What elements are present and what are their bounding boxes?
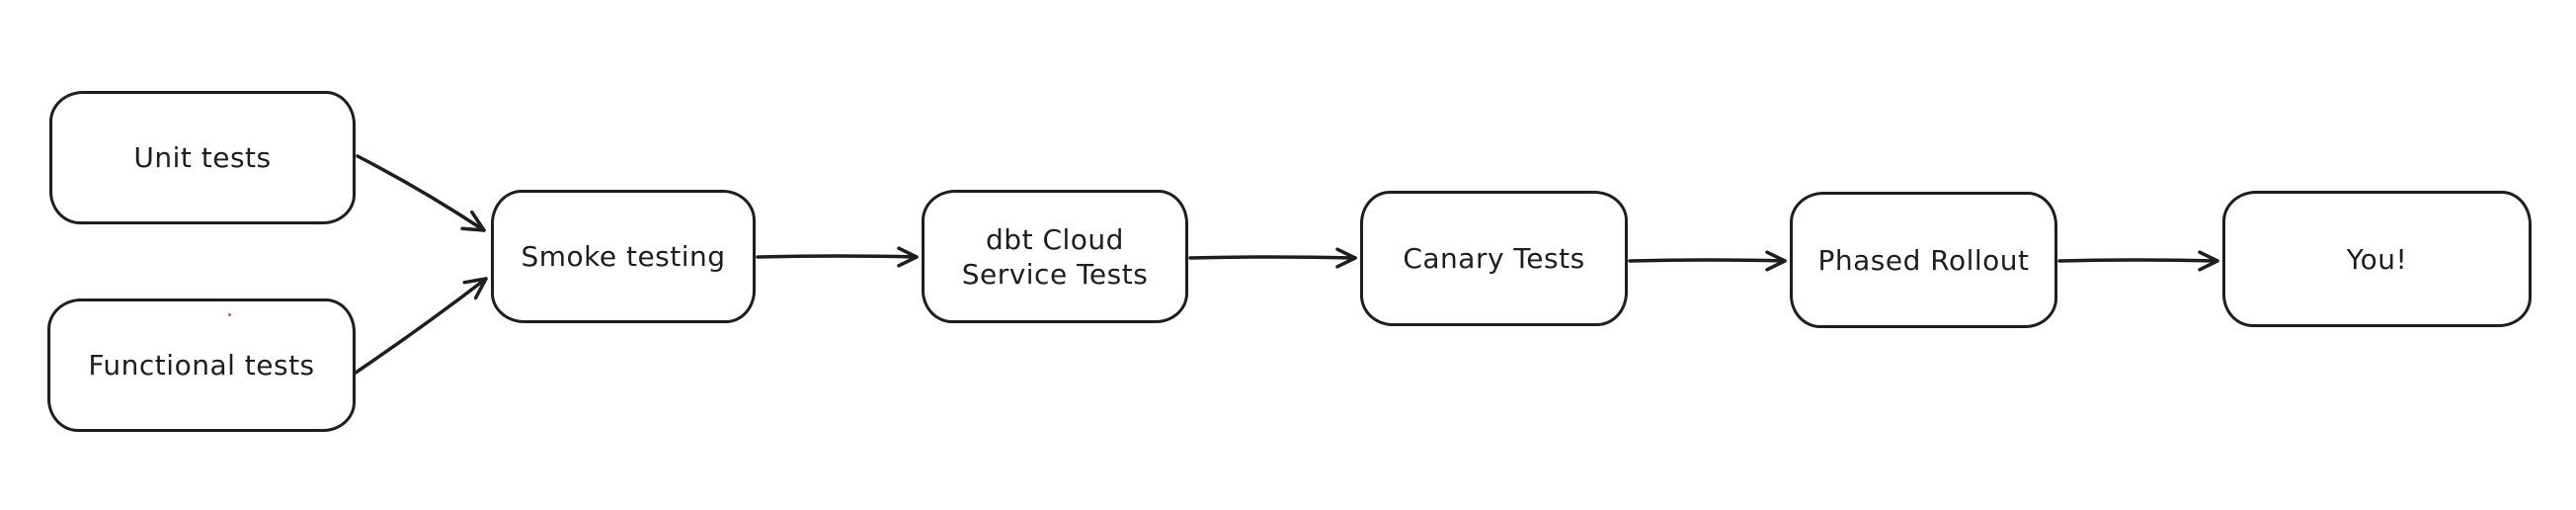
node-unit-tests: Unit tests [49, 91, 356, 224]
node-you: You! [2222, 191, 2532, 327]
node-dbt-label-wrap: dbt Cloud Service Tests [962, 222, 1149, 292]
node-dbt-cloud-service-tests: dbt Cloud Service Tests [922, 190, 1188, 323]
edge-unit-tests-to-smoke-testing [356, 154, 486, 232]
node-you-label: You! [2346, 242, 2408, 276]
stray-red-dot [228, 313, 231, 316]
edge-functional-tests-to-smoke-testing [354, 277, 488, 375]
node-dbt-label-line-2: Service Tests [961, 257, 1149, 291]
edge-phased-rollout-to-you [2057, 250, 2219, 272]
node-functional-tests-label: Functional tests [88, 349, 315, 382]
edge-smoke-testing-to-dbt-cloud-service-tests [756, 246, 919, 268]
node-unit-tests-label: Unit tests [133, 141, 272, 174]
edge-canary-tests-to-phased-rollout [1628, 250, 1787, 272]
node-dbt-label-line-1: dbt Cloud [986, 222, 1124, 256]
node-functional-tests: Functional tests [47, 298, 356, 432]
node-phased-rollout: Phased Rollout [1790, 192, 2057, 328]
node-canary-tests: Canary Tests [1360, 191, 1628, 326]
node-smoke-testing-label: Smoke testing [521, 240, 726, 273]
node-canary-tests-label: Canary Tests [1403, 242, 1585, 275]
edge-dbt-cloud-service-tests-to-canary-tests [1188, 247, 1357, 269]
node-phased-rollout-label: Phased Rollout [1817, 243, 2030, 277]
node-smoke-testing: Smoke testing [491, 190, 756, 323]
